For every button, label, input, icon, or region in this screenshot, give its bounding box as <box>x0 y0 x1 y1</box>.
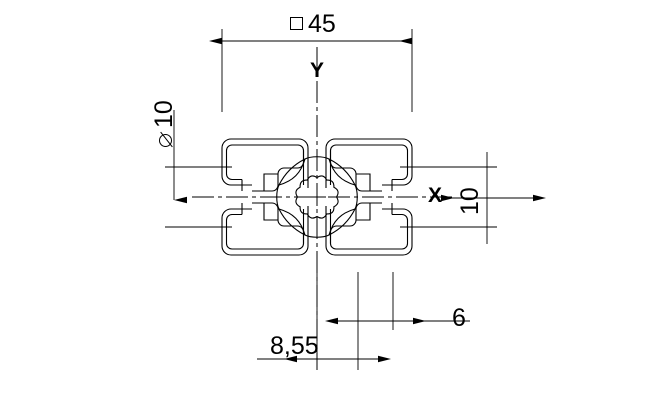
square-symbol-icon <box>290 17 303 30</box>
dimension-label-diameter-10: 10 <box>150 100 178 148</box>
diameter-symbol-icon <box>158 131 175 148</box>
profile-cross-section <box>221 138 413 256</box>
dimension-label-6: 6 <box>452 304 466 332</box>
dimension-label-855: 8,55 <box>270 332 319 360</box>
dimension-label-45: 45 <box>290 12 336 37</box>
axis-label-x: X <box>428 184 443 207</box>
dimension-label-slot-height-10: 10 <box>456 187 484 215</box>
axis-label-y: Y <box>310 59 325 82</box>
